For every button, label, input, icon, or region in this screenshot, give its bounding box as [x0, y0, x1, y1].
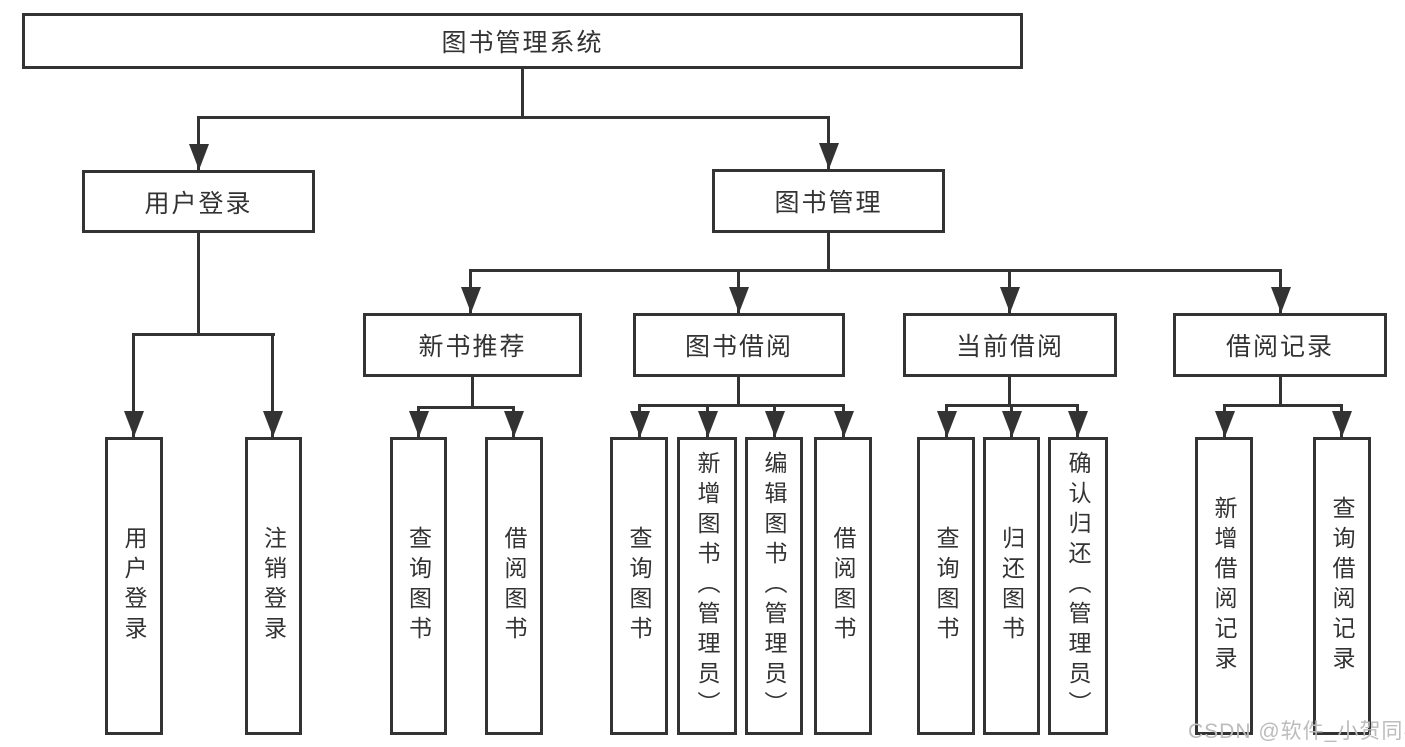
connector-line: [737, 377, 740, 407]
connector-line: [197, 233, 200, 336]
arrowhead-down-icon: [630, 411, 650, 437]
connector-line: [271, 333, 274, 437]
connector-line: [132, 333, 135, 437]
leaf-search-books: 查询图书: [610, 437, 668, 735]
leaf-edit-books-admin: 编辑图书（管理员）: [745, 437, 803, 735]
arrowhead-down-icon: [1068, 411, 1088, 437]
connector-line: [1279, 377, 1282, 407]
connector-line: [197, 116, 200, 170]
csdn-watermark: CSDN @软件_小贺同学: [1188, 720, 1405, 743]
arrowhead-down-icon: [1215, 411, 1235, 437]
leaf-search-books: 查询图书: [917, 437, 975, 735]
arrowhead-down-icon: [834, 411, 854, 437]
connector-line: [521, 68, 524, 119]
arrowhead-down-icon: [819, 143, 839, 169]
node-book-borrowing: 图书借阅: [633, 313, 845, 377]
leaf-user-login: 用户登录: [105, 437, 163, 735]
arrowhead-down-icon: [461, 287, 481, 313]
connector-line: [827, 233, 830, 272]
arrowhead-down-icon: [1271, 287, 1291, 313]
connector-line: [1223, 404, 1343, 407]
leaf-confirm-return-admin: 确认归还（管理员）: [1048, 437, 1108, 735]
leaf-return-books: 归还图书: [983, 437, 1040, 735]
leaf-search-borrow-record: 查询借阅记录: [1313, 437, 1371, 735]
arrowhead-down-icon: [124, 411, 144, 437]
node-new-book-recommendation: 新书推荐: [363, 313, 582, 377]
leaf-search-books: 查询图书: [390, 437, 447, 735]
arrowhead-down-icon: [409, 411, 429, 437]
arrowhead-down-icon: [1002, 411, 1022, 437]
leaf-add-borrow-record: 新增借阅记录: [1195, 437, 1253, 735]
arrowhead-down-icon: [1332, 411, 1352, 437]
leaf-add-books-admin: 新增图书（管理员）: [677, 437, 737, 735]
node-current-borrowing: 当前借阅: [903, 313, 1117, 377]
connector-line: [471, 377, 474, 409]
arrowhead-down-icon: [189, 144, 209, 170]
node-book-management: 图书管理: [712, 169, 945, 233]
connector-line: [827, 116, 830, 169]
node-library-management-system: 图书管理系统: [22, 13, 1023, 69]
connector-line: [638, 404, 845, 407]
arrowhead-down-icon: [1000, 287, 1020, 313]
connector-line: [132, 333, 275, 336]
arrowhead-down-icon: [698, 411, 718, 437]
arrowhead-down-icon: [504, 411, 524, 437]
connector-line: [417, 406, 515, 409]
arrowhead-down-icon: [263, 411, 283, 437]
leaf-borrow-books: 借阅图书: [814, 437, 872, 735]
node-borrowing-records: 借阅记录: [1173, 313, 1387, 377]
leaf-borrow-books: 借阅图书: [485, 437, 543, 735]
connector-line: [197, 116, 830, 119]
arrowhead-down-icon: [729, 287, 749, 313]
arrowhead-down-icon: [765, 411, 785, 437]
connector-line: [1008, 377, 1011, 407]
leaf-logout: 注销登录: [245, 437, 302, 735]
arrowhead-down-icon: [937, 411, 957, 437]
node-user-login: 用户登录: [82, 170, 315, 233]
connector-line: [469, 269, 1282, 272]
